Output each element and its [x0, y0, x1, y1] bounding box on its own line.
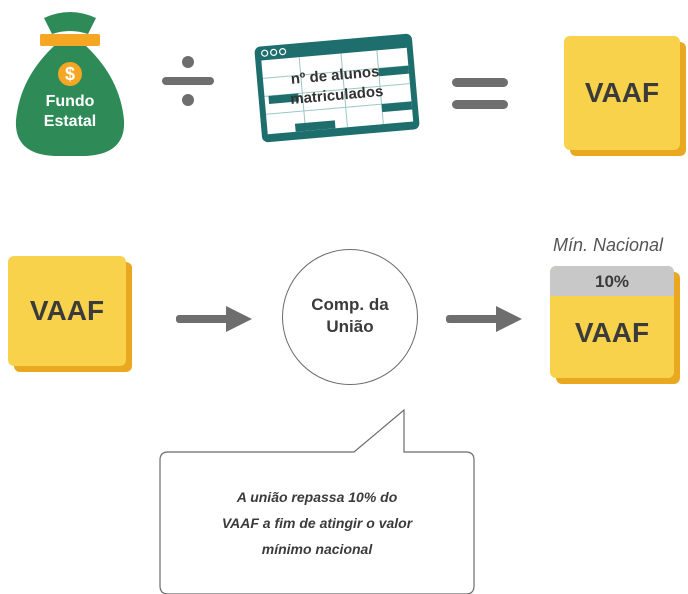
- comp-uniao-circle: [282, 249, 418, 385]
- vaaf-output-label: VAAF: [574, 317, 650, 348]
- vaaf-result-card: VAAF: [564, 36, 680, 150]
- percent-band: [550, 266, 674, 296]
- comp-uniao-line1: Comp. da: [311, 295, 389, 314]
- comp-uniao-label: Comp. da União: [282, 294, 418, 338]
- vaaf-input-card: VAAF: [8, 256, 126, 366]
- equals-icon: [452, 78, 508, 109]
- vaaf-input-label: VAAF: [29, 295, 105, 326]
- divide-icon: [162, 56, 214, 106]
- comp-uniao-line2: União: [326, 317, 374, 336]
- dollar-symbol: $: [64, 64, 75, 84]
- money-bag-icon: [15, 12, 125, 156]
- bag-label-line2: Estatal: [43, 113, 97, 130]
- callout-line1: A união repassa 10% do: [236, 489, 398, 505]
- arrow-right-icon: [176, 306, 252, 332]
- arrow-right-icon: [446, 306, 522, 332]
- callout-text: A união repassa 10% do VAAF a fim de ati…: [170, 484, 464, 562]
- percent-label: 10%: [594, 272, 630, 291]
- min-nacional-label: Mín. Nacional: [552, 235, 664, 255]
- vaaf-result-label: VAAF: [584, 77, 660, 108]
- callout-line2: VAAF a fim de atingir o valor: [221, 515, 413, 531]
- bag-label: Fundo Estatal: [14, 92, 126, 132]
- vaaf-output-card: 10% VAAF: [550, 266, 674, 378]
- bag-label-line1: Fundo: [45, 93, 95, 110]
- spreadsheet-icon: [254, 33, 420, 143]
- callout-line3: mínimo nacional: [261, 541, 373, 557]
